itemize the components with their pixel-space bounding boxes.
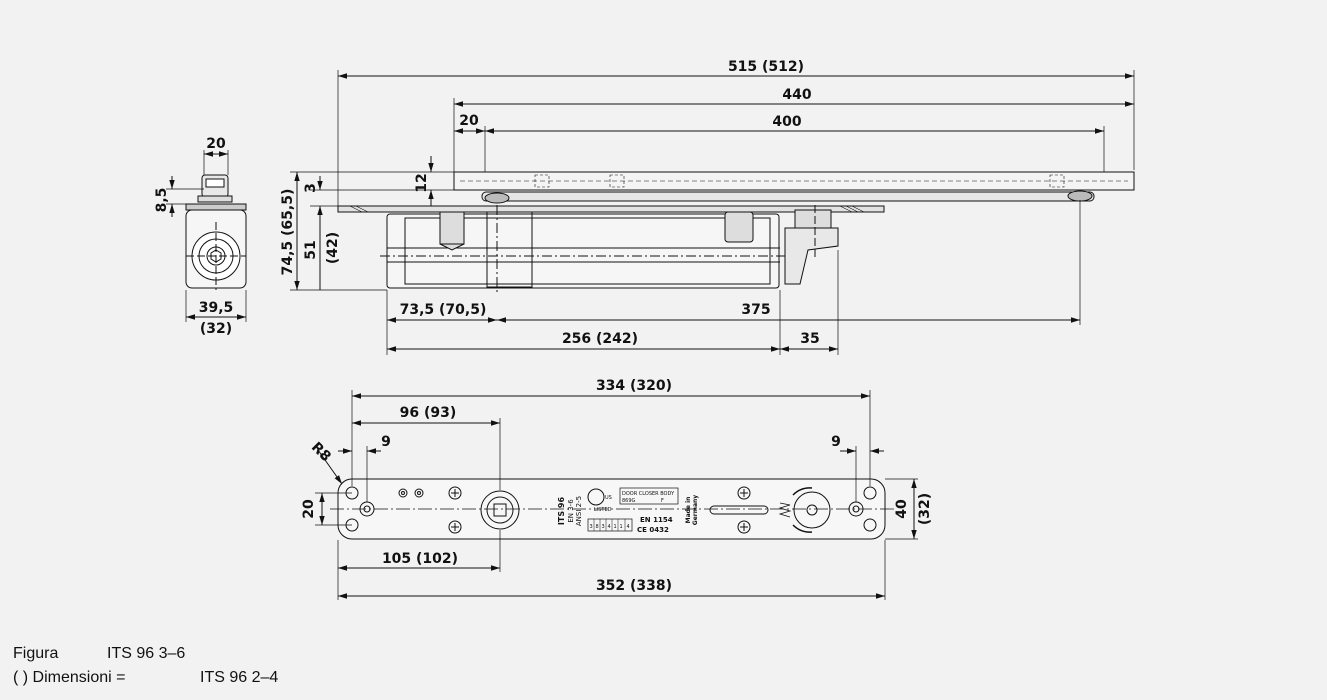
label-ul-us: US <box>605 495 612 501</box>
technical-drawing: 20 8,5 39,5 (32) <box>154 59 1135 600</box>
dimensions-caption: ( ) Dimensioni = ITS 96 2–4 <box>13 669 278 687</box>
holes-spacing: 334 (320) <box>596 378 672 394</box>
side-width-top: 20 <box>206 136 226 152</box>
side-width-bottom-alt: (32) <box>200 321 232 337</box>
label-code: 869G <box>622 498 636 504</box>
shaft-position: 96 (93) <box>400 405 457 421</box>
hole-inset-right: 9 <box>831 434 841 450</box>
label-f: F <box>661 498 664 504</box>
bracket-width: 35 <box>800 331 819 347</box>
label-cert-digit: 3 <box>602 524 605 530</box>
hole-inset-left: 9 <box>381 434 391 450</box>
label-ul-listed: LISTED <box>594 507 612 513</box>
shaft-to-end: 375 <box>741 302 770 318</box>
rail-offset: 20 <box>459 113 479 129</box>
figure-caption: Figura ITS 96 3–6 <box>13 645 185 663</box>
gap-top: 3 <box>303 183 319 193</box>
label-cert-digit: 3 <box>590 524 593 530</box>
dimensions-label: ( ) Dimensioni = <box>13 669 126 686</box>
label-cert-digit: 4 <box>608 524 611 530</box>
plate-view <box>315 390 918 600</box>
side-width-bottom: 39,5 <box>199 300 234 316</box>
figure-value: ITS 96 3–6 <box>107 645 186 662</box>
figure-label: Figura <box>13 645 59 662</box>
label-cert-digits: 3 8 3 4 1 1 4 <box>590 524 630 530</box>
label-cert-digit: 1 <box>620 524 623 530</box>
plate-height-left: 20 <box>301 499 317 519</box>
body-length: 256 (242) <box>562 331 638 347</box>
label-ce: CE 0432 <box>637 526 669 534</box>
plate-length: 352 (338) <box>596 578 672 594</box>
label-ansi: ANSI 2-5 <box>575 496 583 526</box>
rail-height: 12 <box>414 173 430 192</box>
label-en1154: EN 1154 <box>640 516 673 524</box>
body-height-alt: (42) <box>325 232 341 264</box>
total-height: 74,5 (65,5) <box>280 189 296 276</box>
corner-radius: R8 <box>308 439 334 465</box>
label-model: ITS 96 <box>557 497 566 526</box>
side-view <box>166 150 247 322</box>
label-cert-digit: 8 <box>596 524 599 530</box>
label-body: DOOR CLOSER BODY <box>622 491 675 497</box>
label-made-in: Made in <box>685 497 692 524</box>
label-en: EN 3-6 <box>567 499 575 523</box>
plate-height-right: 40 <box>894 499 910 519</box>
front-view <box>290 70 1135 355</box>
overall-length: 515 (512) <box>728 59 804 75</box>
label-germany: Germany <box>692 495 699 526</box>
bottom-offset: 105 (102) <box>382 551 458 567</box>
label-cert-digit: 4 <box>627 524 630 530</box>
rail-length: 440 <box>782 87 811 103</box>
body-height: 51 <box>303 240 319 259</box>
rail-inner: 400 <box>772 114 801 130</box>
plate-height-right-alt: (32) <box>917 493 933 525</box>
side-height-arm: 8,5 <box>154 188 170 213</box>
dimensions-value: ITS 96 2–4 <box>200 669 279 686</box>
label-cert-digit: 1 <box>614 524 617 530</box>
shaft-offset: 73,5 (70,5) <box>400 302 487 318</box>
